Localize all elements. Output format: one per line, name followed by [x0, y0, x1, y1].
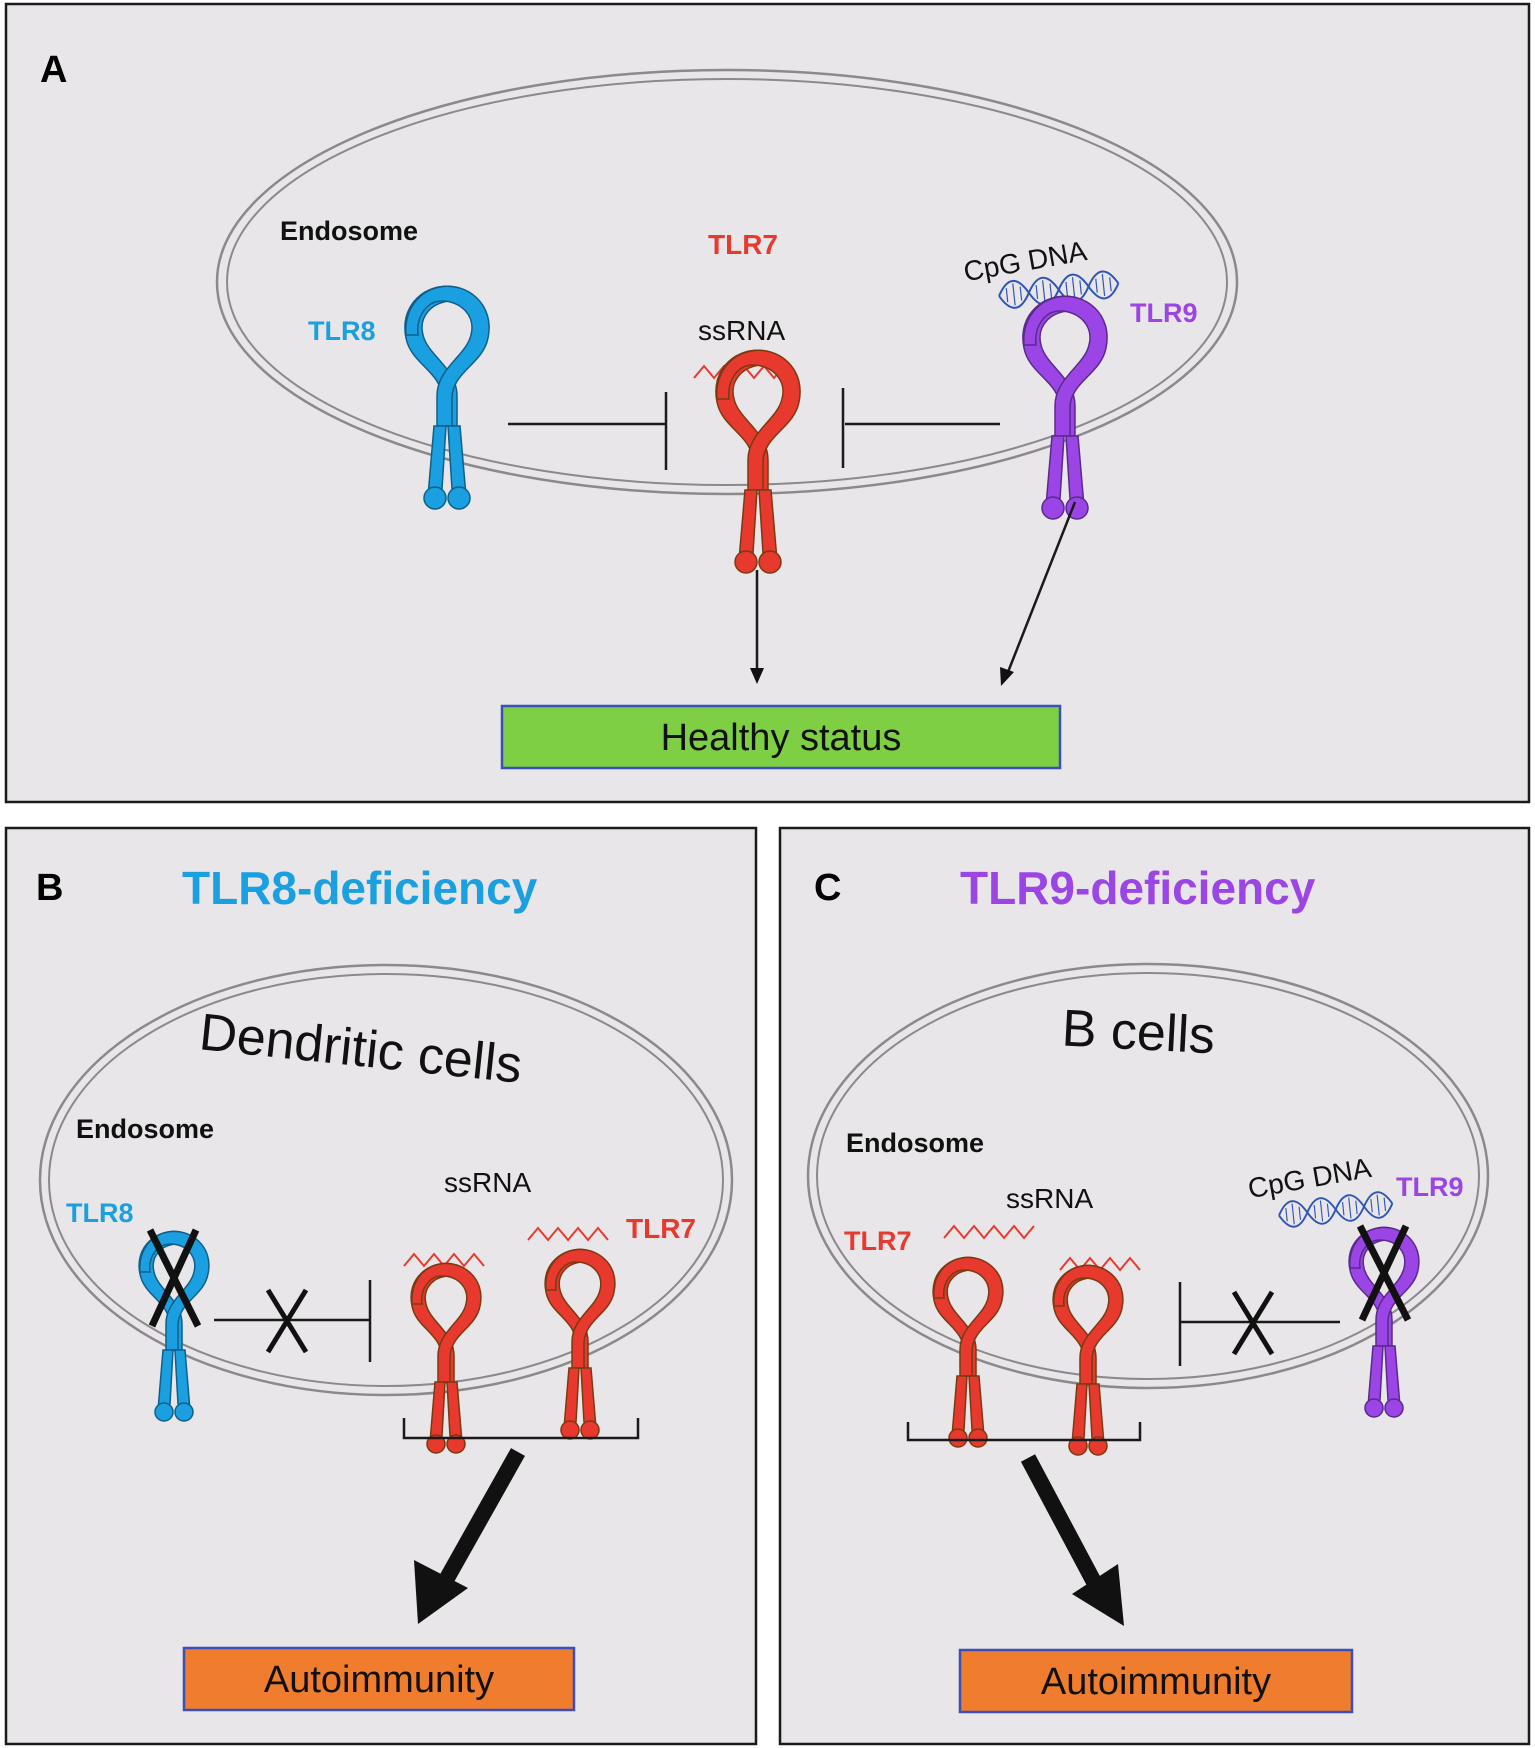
panel-b-ssrna-strand-2 — [527, 1226, 609, 1242]
panel-c-autoimmunity-box — [958, 1648, 1354, 1714]
panel-b-tlr8-label: TLR8 — [66, 1198, 134, 1228]
panel-b-title: TLR8-deficiency — [182, 862, 538, 914]
panel-a: A Endosome TLR7 TLR8 ssRNA CpG DNA TLR9 — [4, 2, 1531, 804]
panel-a-ssrna-label: ssRNA — [698, 315, 785, 346]
panel-a-tlr9-arrowhead — [1000, 667, 1014, 686]
panel-c-tlr9-deficiency-x-mark — [1356, 1224, 1412, 1322]
panel-a-healthy-status-label: Healthy status — [661, 717, 902, 759]
panel-a-tlr9-arrow — [1006, 501, 1077, 673]
panel-b-ssrna-label: ssRNA — [444, 1167, 531, 1198]
panel-b-tlr8-deficiency-x-mark — [146, 1228, 202, 1328]
panel-c-cell-membrane-outer — [806, 962, 1490, 1390]
panel-b-cell-membrane-outer — [38, 963, 734, 1397]
panel-b-endosome-label: Endosome — [76, 1114, 214, 1144]
panel-b-tlr7-bracket — [402, 1418, 640, 1440]
panel-c-tlr9-label: TLR9 — [1396, 1172, 1464, 1202]
panel-b: B TLR8-deficiency Dendritic cells Endoso… — [4, 826, 758, 1746]
panel-c-cell-membrane-inner — [816, 972, 1480, 1380]
panel-b-cell-membrane-inner — [48, 973, 724, 1387]
panel-b-tlr7-label: TLR7 — [626, 1213, 696, 1244]
panel-a-endosome-label: Endosome — [280, 216, 418, 246]
panel-b-inhibition-lost-x-mark — [265, 1288, 309, 1354]
panel-b-frame — [4, 826, 758, 1746]
panel-c-title: TLR9-deficiency — [960, 862, 1316, 914]
panel-c-autoimmunity-arrow — [1020, 1454, 1102, 1586]
panel-c-autoimmunity-label: Autoimmunity — [1041, 1661, 1271, 1703]
panel-b-autoimmunity-box — [182, 1646, 576, 1712]
panel-a-tlr8-label: TLR8 — [308, 316, 376, 346]
panel-b-autoimmunity-label: Autoimmunity — [264, 1659, 494, 1701]
panel-a-frame — [4, 2, 1531, 804]
panel-c-autoimmunity-arrowhead — [1072, 1564, 1124, 1626]
panel-c-tlr7-bracket — [906, 1422, 1142, 1442]
panel-a-letter: A — [40, 49, 67, 91]
panel-c-letter: C — [814, 867, 841, 909]
panel-c: C TLR9-deficiency B cells Endosome ssRNA… — [778, 826, 1531, 1746]
panel-b-autoimmunity-arrowhead — [414, 1560, 468, 1624]
panel-a-tlr7-arrowhead — [750, 668, 764, 684]
panel-a-cell-membrane-outer — [215, 68, 1239, 496]
panel-c-frame — [778, 826, 1531, 1746]
panel-c-ssrna-strand-1 — [943, 1224, 1035, 1240]
panel-a-healthy-status-box — [500, 704, 1062, 770]
panel-a-tlr7-label: TLR7 — [708, 229, 778, 260]
panel-b-autoimmunity-arrow — [439, 1448, 525, 1584]
panel-c-ssrna-label: ssRNA — [1006, 1183, 1093, 1214]
panel-b-letter: B — [36, 867, 63, 909]
panel-a-cell-membrane-inner — [226, 78, 1228, 486]
panel-c-cell-type-label: B cells — [1060, 999, 1216, 1065]
panel-c-tlr7-label: TLR7 — [844, 1226, 912, 1256]
panel-a-tlr9-label: TLR9 — [1130, 298, 1198, 328]
panel-c-inhibition-lost-x-mark — [1231, 1290, 1275, 1356]
panel-c-endosome-label: Endosome — [846, 1128, 984, 1158]
